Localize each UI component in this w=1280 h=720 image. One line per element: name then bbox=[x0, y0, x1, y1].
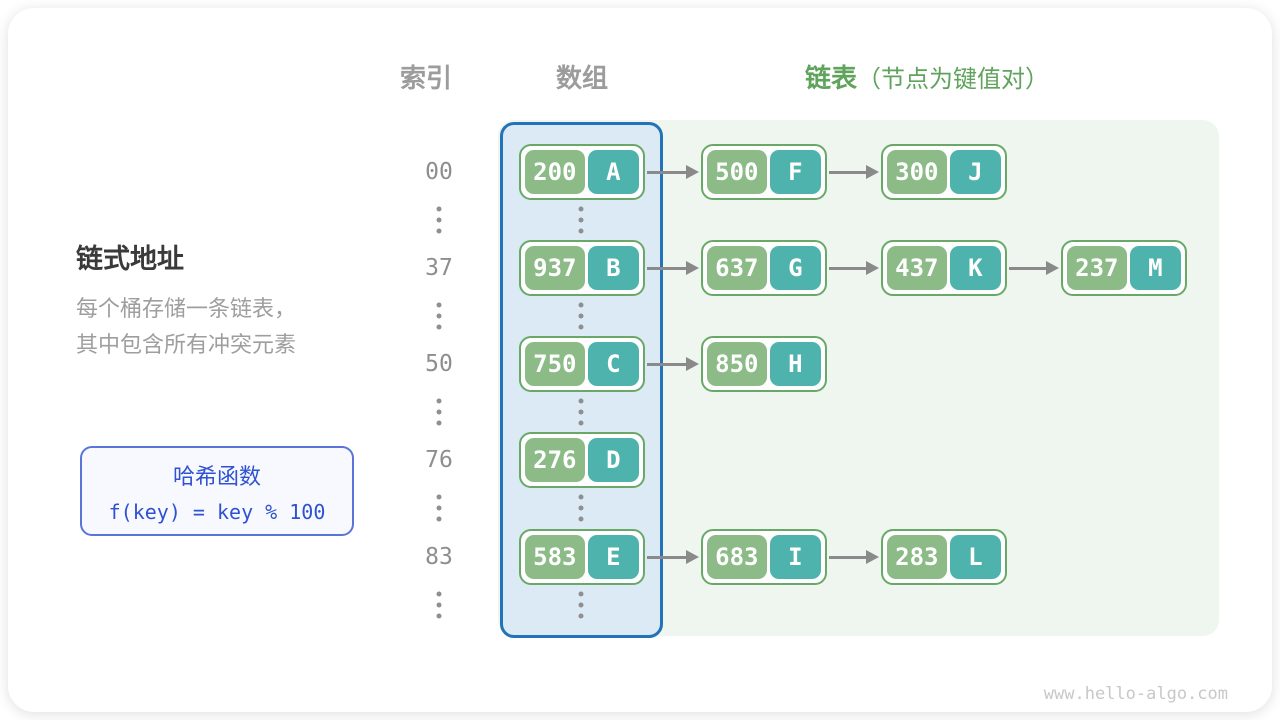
ellipsis-dots bbox=[436, 206, 442, 234]
arrow-right-icon bbox=[647, 550, 699, 564]
bucket-index-label: 83 bbox=[425, 544, 453, 570]
node-key: 937 bbox=[525, 246, 585, 290]
node-value: B bbox=[587, 246, 639, 290]
node-value: G bbox=[769, 246, 821, 290]
node-key: 237 bbox=[1067, 246, 1127, 290]
ellipsis-dots bbox=[436, 591, 442, 619]
node-key: 750 bbox=[525, 342, 585, 386]
node-value: C bbox=[587, 342, 639, 386]
section-description-line2: 其中包含所有冲突元素 bbox=[76, 332, 297, 357]
hash-function-box: 哈希函数 f(key) = key % 100 bbox=[80, 446, 354, 536]
arrow-right-icon bbox=[647, 261, 699, 275]
node-key: 437 bbox=[887, 246, 947, 290]
linked-list-label: 链表 bbox=[805, 63, 858, 93]
node-key: 300 bbox=[887, 150, 947, 194]
ellipsis-dots bbox=[436, 494, 442, 522]
watermark: www.hello-algo.com bbox=[1043, 684, 1228, 704]
ellipsis-dots bbox=[578, 494, 584, 522]
node-key: 200 bbox=[525, 150, 585, 194]
bucket-index-label: 76 bbox=[425, 447, 453, 473]
node-value: L bbox=[949, 535, 1001, 579]
arrow-right-icon bbox=[647, 357, 699, 371]
section-title: 链式地址 bbox=[76, 244, 184, 274]
linked-list-note: （节点为键值对） bbox=[857, 66, 1050, 93]
node-value: H bbox=[769, 342, 821, 386]
node-value: E bbox=[587, 535, 639, 579]
arrow-right-icon bbox=[647, 165, 699, 179]
ellipsis-dots bbox=[578, 302, 584, 330]
bucket-index-label: 37 bbox=[425, 255, 453, 281]
node-key: 683 bbox=[707, 535, 767, 579]
node-key: 637 bbox=[707, 246, 767, 290]
ellipsis-dots bbox=[578, 591, 584, 619]
array-column-header: 数组 bbox=[555, 63, 609, 93]
section-description-line1: 每个桶存储一条链表， bbox=[76, 296, 297, 321]
arrow-right-icon bbox=[829, 165, 879, 179]
node-key: 583 bbox=[525, 535, 585, 579]
ellipsis-dots bbox=[578, 206, 584, 234]
ellipsis-dots bbox=[436, 302, 442, 330]
node-key: 276 bbox=[525, 438, 585, 482]
node-value: A bbox=[587, 150, 639, 194]
arrow-right-icon bbox=[829, 261, 879, 275]
hash-function-formula: f(key) = key % 100 bbox=[108, 499, 326, 524]
node-value: I bbox=[769, 535, 821, 579]
node-key: 850 bbox=[707, 342, 767, 386]
hash-function-title: 哈希函数 bbox=[172, 463, 261, 489]
node-key: 500 bbox=[707, 150, 767, 194]
node-value: M bbox=[1129, 246, 1181, 290]
diagram-card: 索引 数组 链表（节点为键值对） 链式地址 每个桶存储一条链表， 其中包含所有冲… bbox=[8, 8, 1272, 712]
node-key: 283 bbox=[887, 535, 947, 579]
bucket-index-label: 50 bbox=[425, 351, 453, 377]
node-value: K bbox=[949, 246, 1001, 290]
ellipsis-dots bbox=[578, 398, 584, 426]
index-column-header: 索引 bbox=[399, 63, 453, 93]
linked-list-column-header: 链表（节点为键值对） bbox=[805, 61, 1049, 95]
node-value: F bbox=[769, 150, 821, 194]
node-value: J bbox=[949, 150, 1001, 194]
bucket-index-label: 00 bbox=[425, 159, 453, 185]
node-value: D bbox=[587, 438, 639, 482]
ellipsis-dots bbox=[436, 398, 442, 426]
arrow-right-icon bbox=[1009, 261, 1059, 275]
arrow-right-icon bbox=[829, 550, 879, 564]
